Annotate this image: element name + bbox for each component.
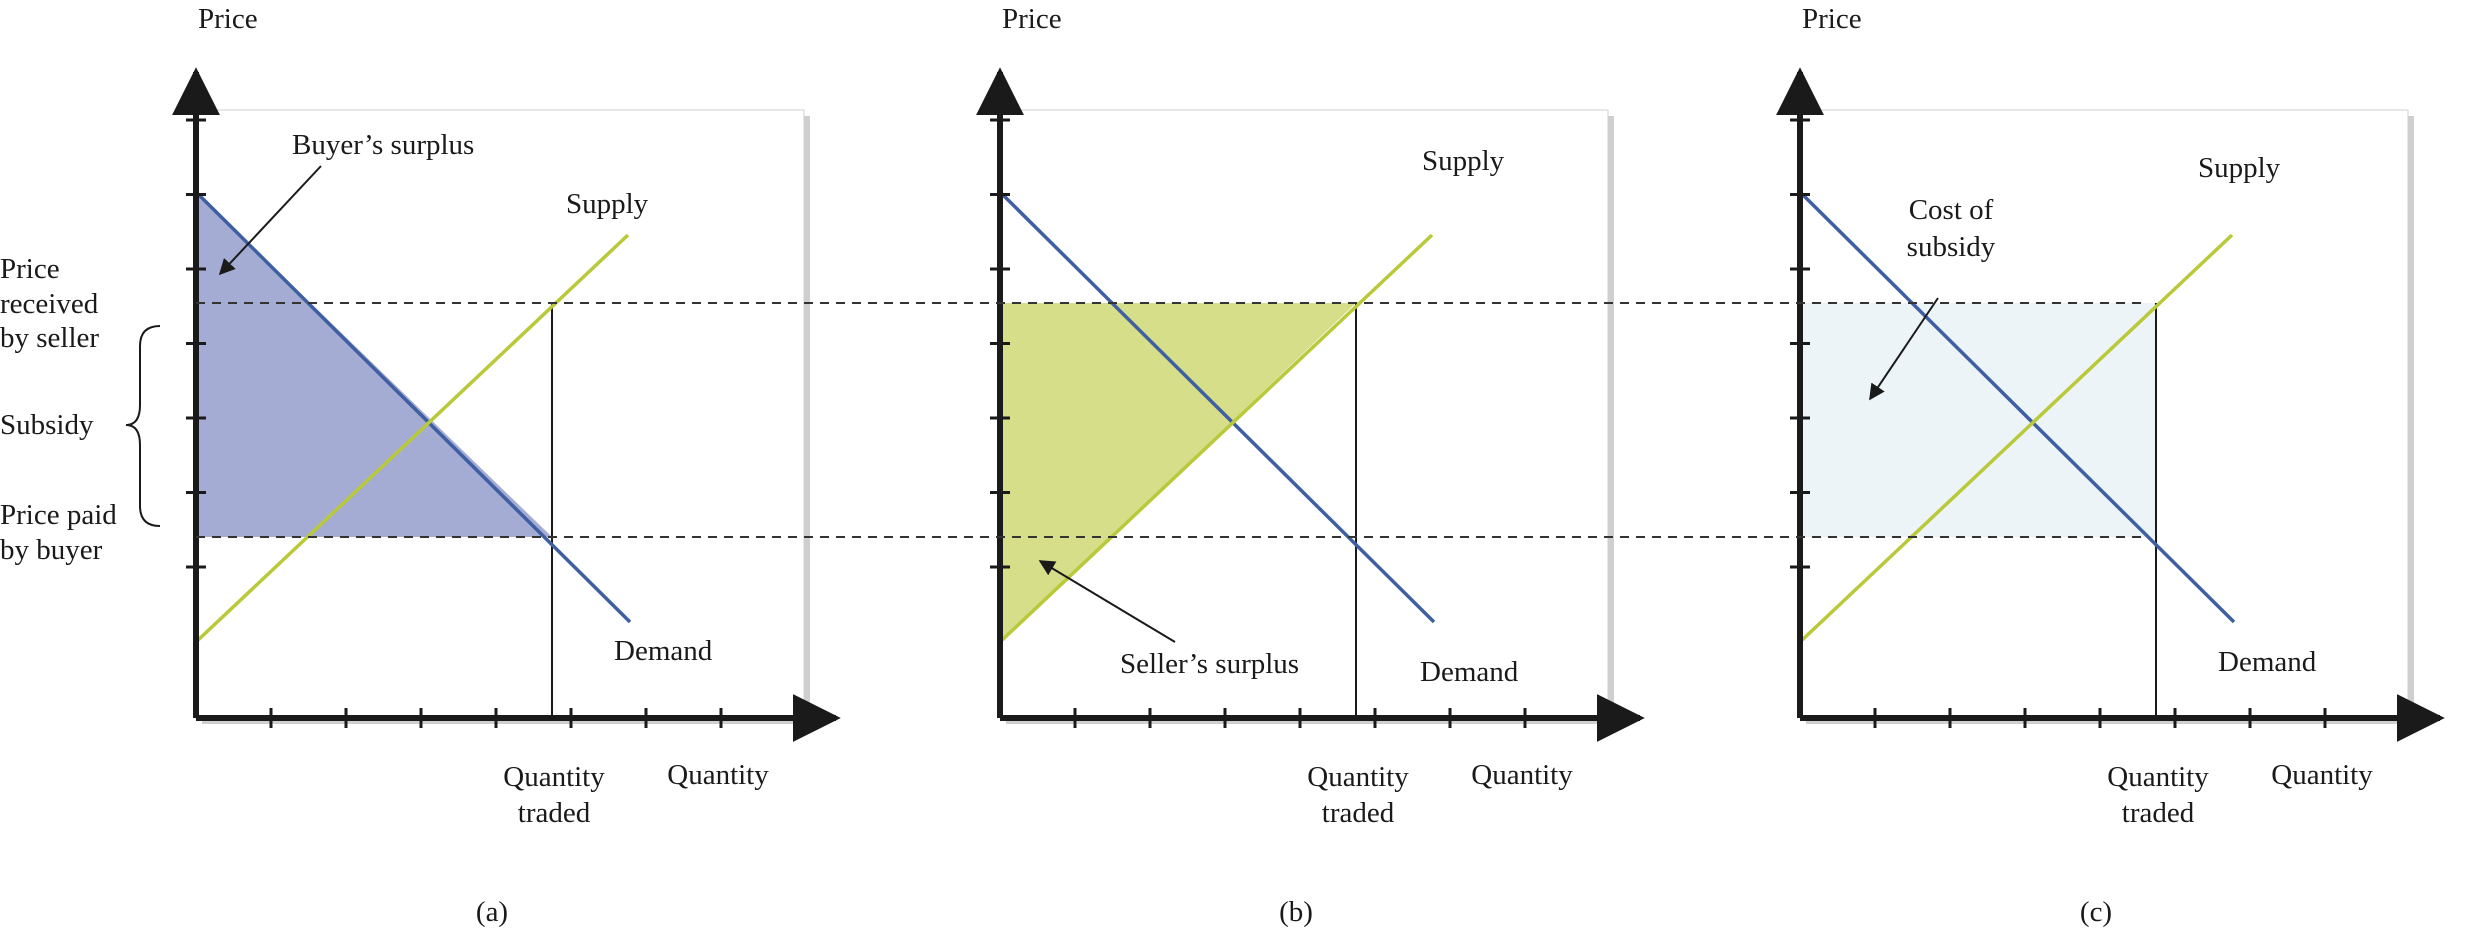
subsidy-brace — [125, 325, 161, 527]
cost-of-subsidy-annotation-1: Cost of — [1909, 194, 1994, 226]
subsidy-label: Subsidy — [0, 409, 94, 441]
price-paid-line-2: by buyer — [0, 534, 103, 566]
cost-of-subsidy-area — [1800, 303, 2156, 537]
demand-curve — [998, 190, 1436, 624]
demand-label: Demand — [1420, 656, 1519, 688]
quantity-traded-label-2: traded — [2122, 797, 2195, 829]
y-axis-label: Price — [1002, 3, 1062, 35]
panel-caption: (b) — [1279, 896, 1313, 928]
buyer-surplus-annotation: Buyer’s surplus — [292, 129, 474, 161]
supply-label: Supply — [2198, 152, 2281, 184]
panel-caption: (c) — [2080, 896, 2112, 928]
quantity-traded-label-1: Quantity — [1307, 761, 1409, 793]
y-axis-label: Price — [198, 3, 258, 35]
x-axis-label: Quantity — [1471, 759, 1573, 791]
y-axis-label: Price — [1802, 3, 1862, 35]
supply-curve — [998, 233, 1434, 644]
price-received-line-2: received — [0, 288, 99, 320]
demand-label: Demand — [614, 635, 713, 667]
annotation-arrow — [218, 165, 322, 276]
quantity-traded-label-2: traded — [518, 797, 591, 829]
annotation-arrow — [1038, 560, 1176, 643]
supply-curve — [1798, 233, 2234, 644]
x-axis-label: Quantity — [2271, 759, 2373, 791]
demand-label: Demand — [2218, 646, 2317, 678]
quantity-traded-label-1: Quantity — [503, 761, 605, 793]
seller-surplus-annotation: Seller’s surplus — [1120, 648, 1299, 680]
demand-curve — [1798, 190, 2236, 624]
panel-caption: (a) — [476, 896, 508, 928]
shared-price-labels: Price received by seller Subsidy Price p… — [0, 253, 161, 566]
annotation-arrow — [1869, 297, 1939, 401]
price-received-line-1: Price — [0, 253, 60, 285]
cost-of-subsidy-annotation-2: subsidy — [1907, 231, 1996, 263]
supply-label: Supply — [566, 188, 649, 220]
x-axis-label: Quantity — [667, 759, 769, 791]
quantity-traded-label-2: traded — [1322, 797, 1395, 829]
demand-curve — [194, 190, 632, 624]
quantity-traded-label-1: Quantity — [2107, 761, 2209, 793]
price-received-line-3: by seller — [0, 322, 99, 354]
supply-label: Supply — [1422, 145, 1505, 177]
price-paid-line-1: Price paid — [0, 499, 117, 531]
